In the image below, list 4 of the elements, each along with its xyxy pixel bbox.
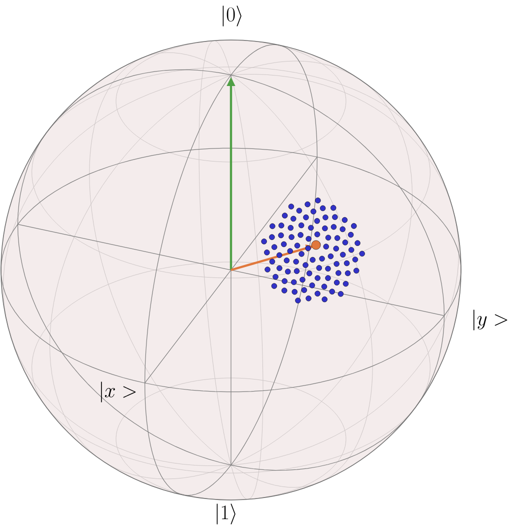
axis-label: $|0\rangle$ [222, 6, 242, 26]
axis-label: $|x >$ [101, 382, 136, 402]
axis-label: $|y >$ [473, 310, 508, 330]
axis-label: $|1\rangle$ [216, 504, 236, 524]
